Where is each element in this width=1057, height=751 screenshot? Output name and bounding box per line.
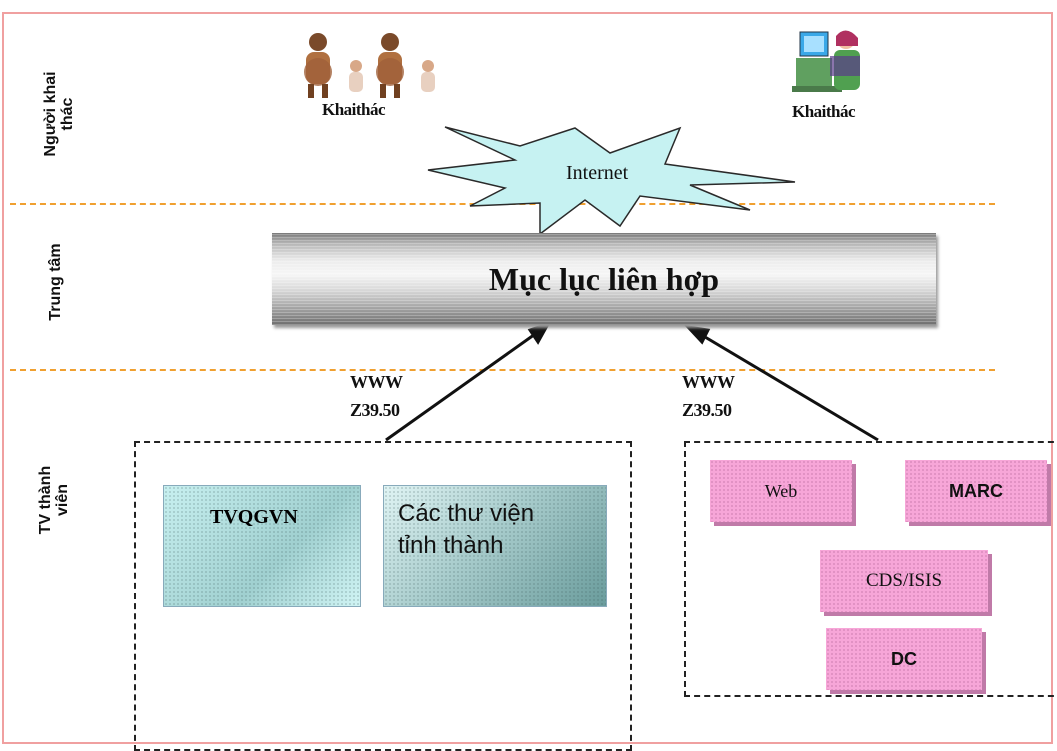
member-group-right (684, 441, 1057, 697)
member-box-provincial-libraries: Các thư viện tỉnh thành (383, 485, 607, 607)
member-box-provincial-libraries-label: Các thư viện tỉnh thành (398, 500, 535, 559)
member-box-tvqgvn-label: TVQGVN (210, 506, 298, 528)
protocol-label-left: WWW Z39.50 (350, 372, 403, 420)
protocol-label-right: WWW Z39.50 (682, 372, 735, 420)
computer-user-icon (792, 30, 860, 92)
users-group-icon (304, 33, 435, 98)
arrows (385, 321, 879, 442)
member-box-tvqgvn: TVQGVN (163, 485, 361, 607)
format-box-web-label: Web (764, 480, 798, 501)
format-box-web: Web (710, 460, 852, 522)
user-label-right: Khaithác (792, 102, 856, 121)
internet-cloud-shape (427, 126, 796, 236)
format-box-cdsisis-label: CDS/ISIS (865, 570, 943, 591)
separator-center-members (10, 369, 995, 371)
union-catalog-bar: Mục lục liên hợp (272, 233, 936, 325)
format-box-dc: DC (826, 628, 982, 690)
format-box-cdsisis: CDS/ISIS (820, 550, 988, 612)
format-box-dc-label: DC (891, 648, 917, 669)
diagram-frame (2, 12, 1053, 744)
internet-label: Internet (566, 162, 629, 184)
union-catalog-label: Mục lục liên hợp (488, 260, 720, 297)
user-label-left: Khaithác (322, 100, 386, 119)
format-box-marc-label: MARC (949, 480, 1003, 501)
format-box-marc: MARC (905, 460, 1047, 522)
